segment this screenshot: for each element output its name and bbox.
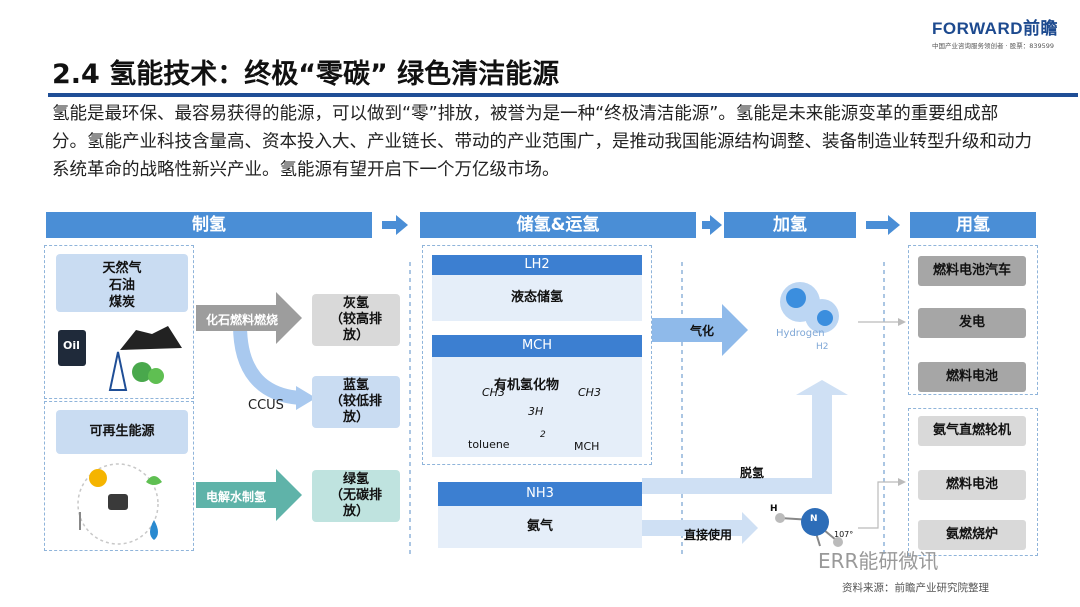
stage-arrow-2-tail (702, 221, 710, 229)
plug-icon (108, 494, 128, 510)
nh3-use-connector (858, 481, 900, 529)
use-fuel-cell: 燃料电池 (918, 362, 1026, 392)
fossil-sources-box: 天然气 石油 煤炭 (56, 254, 188, 312)
mch-ch3-label: CH3 (578, 386, 601, 399)
renewable-section (44, 401, 194, 551)
toluene-label: toluene (468, 438, 510, 451)
bond-angle-label: 107° (834, 530, 854, 539)
green-hydrogen-box: 绿氢 （无碳排 放） (312, 470, 400, 522)
use-h2-section (908, 245, 1038, 395)
stage-arrow-3-tail (866, 221, 888, 229)
oil-barrel-icon (58, 330, 86, 366)
stage-bar-use: 用氢 (910, 212, 1036, 238)
reaction-3h-label: 3H (528, 405, 544, 418)
mch-body (432, 357, 642, 457)
nitrogen-label: N (810, 514, 818, 524)
gasify-label: 气化 (690, 324, 715, 338)
dehydro-arrow (642, 380, 848, 494)
mch-title: 有机氢化物 (494, 378, 560, 393)
stage-arrow-2-head (710, 215, 722, 235)
oil-derrick-icon (108, 351, 128, 391)
renewable-source-box: 可再生能源 (56, 410, 188, 454)
lh2-body: 液态储氢 (432, 275, 642, 321)
use-ammonia-fuel-cell: 燃料电池 (918, 470, 1026, 500)
blue-hydrogen-box: 蓝氢 （较低排 放） (312, 376, 400, 428)
page-title: 2.4 氢能技术：终极“零碳” 绿色清洁能源 (52, 59, 560, 90)
toluene-ch3-label: CH3 (482, 386, 505, 399)
stage-arrow-1-head (396, 215, 408, 235)
brand-logo: FORWARD前瞻 中国产业咨询服务领创者 · 股票：839599 (932, 14, 1070, 50)
source-oil: 石油 (108, 278, 135, 293)
hydrogen-atom-label: H (770, 504, 778, 514)
use-ammonia-turbine: 氨气直燃轮机 (918, 416, 1026, 446)
source-note: 资料来源：前瞻产业研究院整理 (842, 582, 989, 594)
gray-hydrogen-title: 灰氢 (342, 296, 369, 311)
nh3-header: NH3 (438, 482, 642, 506)
sun-icon (89, 469, 107, 487)
direct-use-arrow (642, 512, 758, 544)
direct-use-label: 直接使用 (684, 528, 733, 542)
source-coal: 煤炭 (108, 295, 135, 310)
dehydro-label: 脱氢 (740, 466, 765, 480)
gasify-arrow (652, 304, 748, 356)
ccus-arrow-head (296, 386, 316, 410)
renewable-ring (77, 463, 159, 545)
use-nh3-section (908, 408, 1038, 556)
blue-hydrogen-title: 蓝氢 (342, 378, 369, 393)
electrolysis-process-label: 电解水制氢 (206, 490, 267, 504)
stage-arrow-1-tail (382, 221, 396, 229)
green-hydrogen-line2: （无碳排 (329, 488, 382, 503)
nh3-body: 氨气 (438, 506, 642, 548)
brand-tagline: 中国产业咨询服务领创者 · 股票：839599 (932, 42, 1055, 50)
h2-core-left (786, 288, 806, 308)
stage-bar-refuel: 加氢 (724, 212, 856, 238)
mch-header: MCH (432, 335, 642, 357)
mch-molecule-label: MCH (574, 440, 600, 453)
fossil-section (44, 245, 194, 399)
fossil-process-label: 化石燃料燃烧 (206, 313, 279, 327)
ccus-arrow-body (233, 324, 301, 405)
electrolysis-process-arrow (196, 469, 302, 521)
green-hydrogen-title: 绿氢 (342, 472, 369, 487)
gray-hydrogen-line2: （较高排 (329, 312, 382, 327)
reaction-2-label: 2 (540, 430, 546, 440)
ccus-label: CCUS (248, 398, 284, 413)
hydrogen-label: Hydrogen (776, 328, 825, 339)
leaf-icon (146, 476, 162, 485)
brand-name: FORWARD前瞻 (932, 19, 1059, 38)
source-natural-gas: 天然气 (102, 261, 142, 276)
stage-bar-production: 制氢 (46, 212, 372, 238)
blue-hydrogen-line2: （较低排 (329, 394, 382, 409)
tree-icon-1 (132, 362, 152, 382)
h2-formula-label: H2 (816, 342, 829, 352)
title-divider (48, 93, 1078, 97)
fossil-process-arrow (196, 292, 302, 344)
watermark-text: ERR能研微讯 (818, 549, 939, 573)
stage-arrow-3-head (888, 215, 900, 235)
nh3-h-atom-1 (775, 513, 785, 523)
nh3-h-atom-2 (833, 537, 843, 547)
green-hydrogen-line3: 放） (342, 504, 369, 519)
use-power-generation: 发电 (918, 308, 1026, 338)
nh3-nitrogen-atom (801, 508, 829, 536)
water-drop-icon (150, 520, 158, 540)
storage-section (422, 245, 652, 465)
tree-icon-2 (148, 368, 164, 384)
lh2-header: LH2 (432, 255, 642, 275)
blue-hydrogen-line3: 放） (342, 410, 369, 425)
use-ammonia-furnace: 氨燃烧炉 (918, 520, 1026, 550)
coal-pile-icon (120, 326, 182, 350)
stage-bar-storage: 储氢&运氢 (420, 212, 696, 238)
oil-barrel-label: Oil (63, 339, 80, 352)
intro-paragraph: 氢能是最环保、最容易获得的能源，可以做到“零”排放，被誉为是一种“终极清洁能源”… (52, 104, 1032, 180)
gray-hydrogen-line3: 放） (342, 328, 369, 343)
gray-hydrogen-box: 灰氢 （较高排 放） (312, 294, 400, 346)
h2-core-right (817, 310, 833, 326)
h2-use-connector-head (898, 318, 906, 326)
use-fuel-cell-vehicle: 燃料电池汽车 (918, 256, 1026, 286)
nh3-use-connector-head (898, 478, 906, 486)
